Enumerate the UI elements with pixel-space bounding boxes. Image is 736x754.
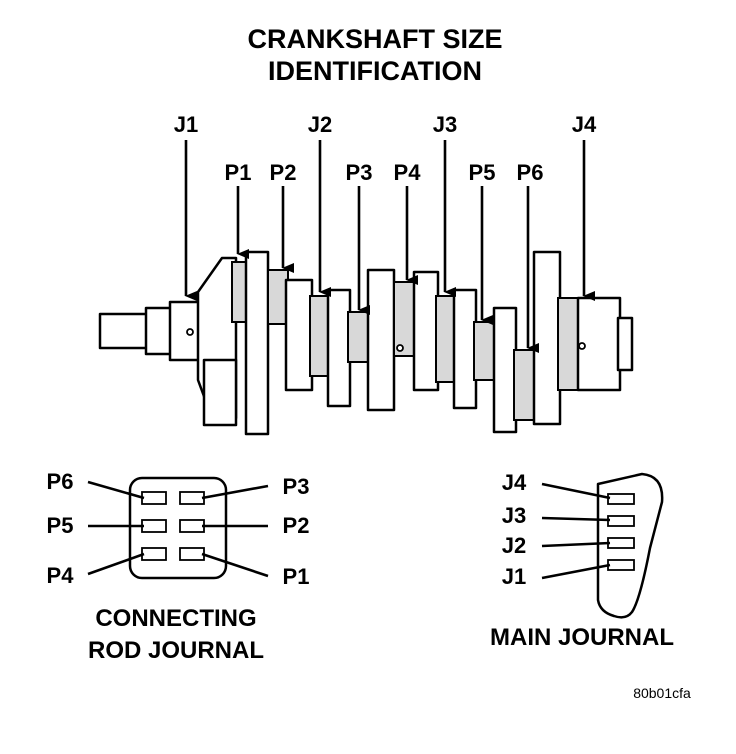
rod-journal-panel: P6 P5 P4 P3 P2 P1 CONNECTING ROD JOURNAL <box>47 469 310 664</box>
crankshaft-callouts: J1 J2 J3 J4 P1 P2 P3 P4 P5 P6 <box>174 112 597 185</box>
rod-label-p2: P2 <box>283 513 310 538</box>
callout-p3: P3 <box>346 160 373 185</box>
main-label-j4: J4 <box>502 470 527 495</box>
slot-j4 <box>607 493 635 505</box>
slot-p4 <box>141 547 167 561</box>
main-label-j3: J3 <box>502 503 526 528</box>
slot-p6 <box>141 491 167 505</box>
figure-code: 80b01cfa <box>633 685 691 701</box>
rod-label-p3: P3 <box>283 474 310 499</box>
crankshaft-arrows <box>184 140 595 353</box>
callout-j1: J1 <box>174 112 198 137</box>
callout-j3: J3 <box>433 112 457 137</box>
main-label-j2: J2 <box>502 533 526 558</box>
slot-p1 <box>179 547 205 561</box>
rod-label-p1: P1 <box>283 564 310 589</box>
crankshaft-illustration <box>98 250 634 436</box>
main-caption: MAIN JOURNAL <box>490 624 674 651</box>
title-line-1: CRANKSHAFT SIZE <box>248 24 503 54</box>
callout-p1: P1 <box>225 160 252 185</box>
rod-caption-line-2: ROD JOURNAL <box>88 637 264 664</box>
main-journal-panel: J4 J3 J2 J1 MAIN JOURNAL <box>490 470 674 651</box>
callout-p5: P5 <box>469 160 496 185</box>
callout-p2: P2 <box>270 160 297 185</box>
rod-label-p5: P5 <box>47 513 74 538</box>
rod-caption-line-1: CONNECTING <box>95 605 256 632</box>
callout-j2: J2 <box>308 112 332 137</box>
slot-p3 <box>179 491 205 505</box>
slot-j3 <box>607 515 635 527</box>
slot-j2 <box>607 537 635 549</box>
title-line-2: IDENTIFICATION <box>268 56 482 86</box>
slot-p2 <box>179 519 205 533</box>
rod-label-p4: P4 <box>47 563 75 588</box>
callout-p6: P6 <box>517 160 544 185</box>
slot-j1 <box>607 559 635 571</box>
slot-p5 <box>141 519 167 533</box>
main-label-j1: J1 <box>502 564 526 589</box>
rod-label-p6: P6 <box>47 469 74 494</box>
callout-p4: P4 <box>394 160 422 185</box>
callout-j4: J4 <box>572 112 597 137</box>
